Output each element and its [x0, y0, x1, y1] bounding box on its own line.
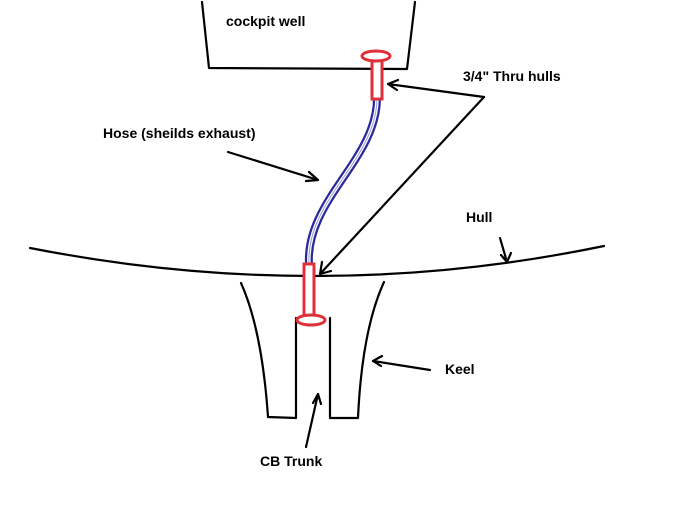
arrow-thru-hull-lower: [318, 95, 486, 276]
lower-thru-hull-body: [302, 262, 316, 322]
arrow-thru-hull-upper: [386, 78, 486, 99]
label-keel: Keel: [445, 361, 475, 377]
lower-thru-hull-flange: [295, 313, 327, 327]
label-hull: Hull: [466, 209, 492, 225]
keel-left-outline: [239, 281, 298, 420]
arrow-hull: [498, 236, 513, 264]
keel-right-outline: [328, 280, 386, 420]
upper-thru-hull-body: [370, 55, 384, 101]
label-cb-trunk: CB Trunk: [260, 453, 322, 469]
label-hose: Hose (sheilds exhaust): [103, 125, 256, 141]
upper-thru-hull-flange: [360, 49, 392, 63]
hose-outer: [304, 94, 381, 269]
cockpit-well-outline: [200, 0, 417, 71]
label-thru-hulls: 3/4" Thru hulls: [463, 68, 561, 84]
arrow-keel: [371, 354, 432, 372]
label-cockpit-well: cockpit well: [226, 13, 305, 29]
arrow-hose: [226, 150, 320, 183]
hose-highlight: [308, 97, 378, 266]
arrow-cb-trunk: [304, 392, 323, 449]
hull-curve: [28, 244, 606, 278]
